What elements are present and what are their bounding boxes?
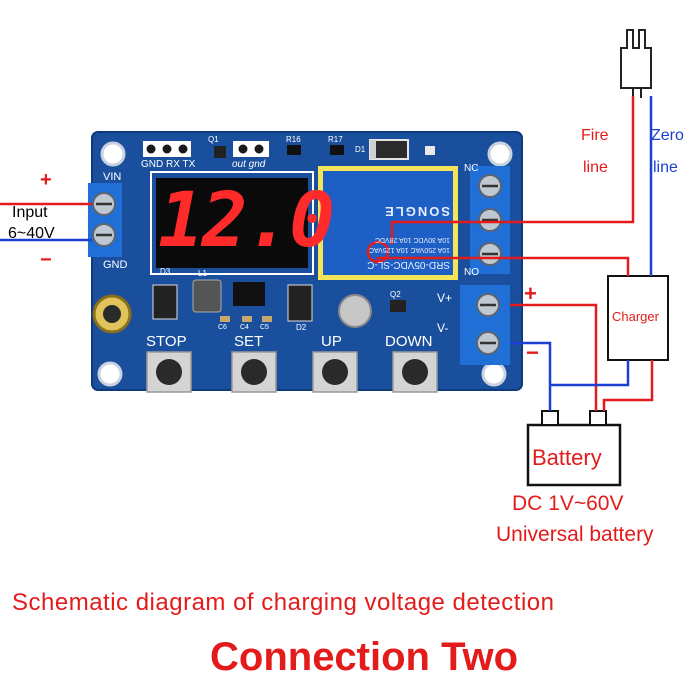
charger-box — [607, 275, 669, 361]
charger-label: Charger — [612, 309, 659, 324]
input-minus-sign: − — [40, 249, 52, 271]
relay-spec-2: 10A 30VDC 10A 28VDC — [374, 236, 450, 243]
relay-spec-1: 10A 250VAC 10A 125VAC — [368, 246, 450, 253]
no-label: NO — [464, 267, 479, 278]
r16-resistor — [287, 145, 301, 155]
out-gnd-label: out gnd — [232, 159, 266, 170]
q1-transistor — [214, 146, 226, 158]
set-button[interactable] — [231, 351, 277, 393]
buzzer — [338, 294, 372, 328]
gnd-label: GND — [103, 259, 128, 271]
charger-plus-sign: + — [524, 281, 537, 306]
down-label: DOWN — [385, 333, 433, 350]
fire-line-label-2: line — [583, 159, 608, 176]
serial-header-label: GND RX TX — [141, 159, 196, 170]
smd-c4 — [242, 316, 252, 322]
mount-hole-bl — [97, 361, 123, 387]
up-label: UP — [321, 333, 342, 350]
display-value: 12.0 — [158, 175, 335, 264]
down-button[interactable] — [392, 351, 438, 393]
voltage-terminal — [460, 285, 510, 365]
r17-resistor — [330, 145, 344, 155]
battery-label: Battery — [532, 445, 602, 470]
d2-label: D2 — [296, 323, 307, 332]
input-label-line2: 6~40V — [8, 225, 55, 242]
relay-lettering: SRD-05VDC-SL-C 10A 250VAC 10A 125VAC 10A… — [325, 176, 450, 271]
stop-button[interactable] — [146, 351, 192, 393]
input-label-line1: Input — [12, 204, 48, 221]
vin-label: VIN — [103, 171, 122, 183]
smd-c5 — [262, 316, 272, 322]
seven-segment-display — [150, 171, 314, 275]
components — [92, 279, 406, 334]
nc-label: NC — [464, 163, 479, 174]
zero-line-label-1: Zero — [651, 127, 684, 144]
q1-label: Q1 — [208, 135, 219, 144]
d3-diode — [152, 284, 178, 320]
relay-model: SRD-05VDC-SL-C — [367, 259, 450, 270]
input-plus-sign: + — [40, 169, 52, 191]
up-button[interactable] — [312, 351, 358, 393]
stop-label: STOP — [146, 333, 187, 350]
d1-label: D1 — [355, 145, 366, 154]
fire-line-label-1: Fire — [581, 127, 609, 144]
relay-brand: SONGLE — [383, 204, 450, 219]
c4-label: C4 — [240, 324, 249, 331]
vminus-wire — [510, 341, 552, 411]
r16-label: R16 — [286, 135, 301, 144]
charger-minus-sign: − — [526, 340, 539, 365]
q2-transistor — [390, 300, 406, 312]
r17-label: R17 — [328, 135, 343, 144]
q2-label: Q2 — [390, 290, 401, 299]
battery-icon — [526, 410, 622, 487]
c6-label: C6 — [218, 324, 227, 331]
diagram-subtitle: Schematic diagram of charging voltage de… — [12, 589, 555, 616]
battery-spec-line2: Universal battery — [496, 523, 654, 546]
wires — [0, 96, 654, 411]
relay-terminal — [470, 166, 510, 274]
zero-line-label-2: line — [653, 159, 678, 176]
ic-chip — [233, 282, 265, 306]
out-header — [233, 141, 269, 157]
smd-c6 — [220, 316, 230, 322]
d3-label: D3 — [160, 267, 171, 276]
charger-positive-wire — [602, 360, 654, 411]
l1-label: L1 — [198, 269, 207, 278]
l1-inductor — [192, 279, 222, 313]
mount-hole-br — [481, 361, 507, 387]
serial-header — [143, 141, 191, 157]
battery-spec-line1: DC 1V~60V — [512, 492, 624, 515]
charger-negative-wire — [550, 360, 630, 387]
c5-label: C5 — [260, 324, 269, 331]
mount-hole-tl — [100, 141, 126, 167]
relay-to-charger-wire — [376, 256, 630, 276]
fire-line-wire — [390, 96, 635, 244]
vminus-label: V- — [437, 321, 449, 335]
mount-hole-tr — [487, 141, 513, 167]
vplus-label: V+ — [437, 291, 453, 305]
set-label: SET — [234, 333, 264, 350]
d2-diode — [287, 284, 313, 322]
led — [425, 146, 435, 155]
vplus-wire — [510, 303, 598, 411]
input-terminal — [88, 183, 122, 257]
diagram-title: Connection Two — [210, 635, 519, 679]
ac-plug-icon — [620, 29, 652, 98]
